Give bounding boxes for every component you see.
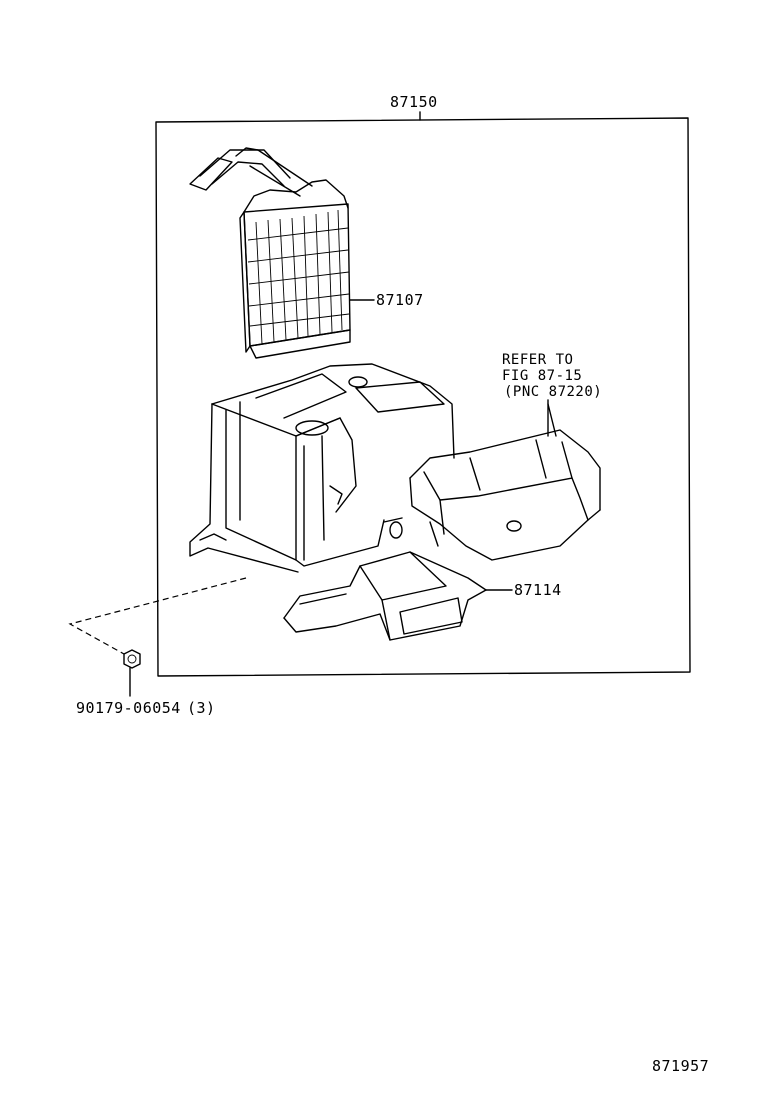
nut-part-number: 90179-06054 [76,699,181,717]
reference-note-line-1: REFER TO [502,352,574,368]
reference-note-line-3: (PNC 87220) [504,384,603,400]
reference-note-line-2: FIG 87-15 [502,368,583,384]
figure-number: 871957 [652,1057,710,1075]
heater-core-part-number: 87107 [376,291,424,309]
nut-locator-dashed-line [68,577,247,655]
hex-nut-icon [123,649,141,697]
heater-case-housing-icon [189,363,455,573]
assembly-part-number: 87150 [390,93,438,111]
lower-air-duct-icon [283,551,513,641]
blower-duct-unit-icon [409,403,601,561]
nut-quantity: (3) [187,699,216,717]
lower-case-part-number: 87114 [514,581,562,599]
assembly-boundary-box [155,111,691,677]
heater-core-radiator-icon [189,147,375,359]
